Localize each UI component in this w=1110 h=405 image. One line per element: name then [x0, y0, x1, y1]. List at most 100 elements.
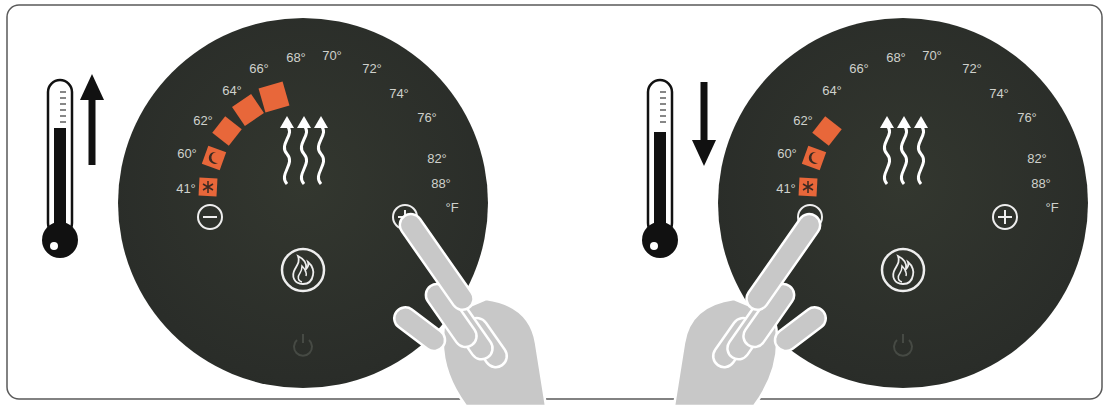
temperature-label: 82°	[427, 152, 447, 165]
frost-icon	[203, 181, 213, 193]
up-arrow-shaft	[89, 98, 96, 165]
temperature-label: 62°	[193, 114, 213, 127]
hand-index-finger	[396, 210, 478, 314]
heat-arrowhead	[297, 116, 311, 128]
heat-wave	[318, 126, 323, 184]
level-segment	[232, 94, 264, 126]
thermostat-dial: 41° 60° 62° 64° 66° 68° 70° 72° 74° 76° 82° 88° °F	[118, 18, 488, 388]
flame-icon	[898, 266, 906, 282]
level-segment	[199, 178, 218, 197]
minus-sign	[803, 216, 817, 218]
flame-icon	[298, 266, 306, 282]
temperature-label: °F	[445, 201, 458, 214]
level-segment	[259, 82, 290, 113]
hand-palm	[443, 299, 546, 405]
hand-thumb	[771, 303, 831, 355]
frost-icon	[803, 181, 813, 193]
hand-thumb	[390, 303, 450, 355]
frame-border	[7, 5, 1102, 399]
temperature-label: 60°	[777, 147, 797, 160]
plus-button	[393, 205, 417, 229]
temperature-label: 41°	[176, 182, 196, 195]
power-icon	[294, 334, 312, 356]
down-arrow-shaft	[701, 82, 708, 142]
thermometer-ticks	[60, 92, 66, 122]
temperature-label: 70°	[322, 49, 342, 62]
power-icon	[894, 334, 912, 356]
level-segment	[802, 146, 826, 170]
level-segment	[212, 116, 241, 145]
minus-sign	[203, 216, 217, 218]
heat-arrowhead	[280, 116, 294, 128]
temperature-label: 76°	[417, 111, 437, 124]
level-segment	[202, 146, 226, 170]
temperature-label: 72°	[962, 62, 982, 75]
minus-button	[798, 205, 822, 229]
temperature-label: 68°	[286, 51, 306, 64]
thermometer-tube	[648, 80, 672, 235]
temperature-label: 72°	[362, 62, 382, 75]
thermostat-dial: 41° 60° 62° 64° 66° 68° 70° 72° 74° 76° 82° 88° °F	[718, 18, 1088, 388]
temperature-label: 41°	[776, 182, 796, 195]
temperature-label: 68°	[886, 51, 906, 64]
hand-finger	[723, 298, 778, 364]
temperature-label: 74°	[989, 87, 1009, 100]
heat-arrowhead	[897, 116, 911, 128]
level-segment	[812, 116, 841, 145]
temperature-label: °F	[1045, 201, 1058, 214]
thermometer-bulb	[42, 222, 78, 258]
heat-arrowhead	[914, 116, 928, 128]
hand-finger	[442, 298, 497, 364]
bulb-highlight	[650, 242, 658, 250]
pointing-hand	[674, 210, 830, 405]
flame-icon	[893, 256, 913, 284]
thermometer-tube	[48, 80, 72, 235]
hand-palm	[674, 299, 777, 405]
temperature-label: 62°	[793, 114, 813, 127]
temperature-label: 76°	[1017, 111, 1037, 124]
temperature-label: 64°	[822, 84, 842, 97]
thermometer-bulb	[642, 222, 678, 258]
night-icon	[209, 152, 218, 164]
thermometer-mercury	[54, 128, 66, 233]
plus-sign	[398, 210, 412, 224]
temperature-label: 88°	[1031, 177, 1051, 190]
down-arrow-head	[692, 140, 716, 166]
hand-finger	[462, 314, 512, 372]
thermometer-ticks	[660, 92, 666, 122]
heat-arrowhead	[314, 116, 328, 128]
plus-button	[993, 205, 1017, 229]
pointing-hand	[390, 210, 546, 405]
bulb-highlight	[50, 242, 58, 250]
heat-wave	[918, 126, 923, 184]
hand-finger	[709, 314, 759, 372]
level-segment	[799, 178, 818, 197]
hand-index-finger	[742, 210, 824, 314]
heat-arrowhead	[880, 116, 894, 128]
plus-sign	[998, 210, 1012, 224]
flame-button	[282, 249, 324, 291]
flame-icon	[293, 256, 313, 284]
heat-wave	[901, 126, 906, 184]
up-arrow-head	[80, 74, 104, 100]
temperature-label: 64°	[222, 84, 242, 97]
temperature-label: 70°	[922, 49, 942, 62]
flame-button	[882, 249, 924, 291]
temperature-label: 82°	[1027, 152, 1047, 165]
temperature-label: 88°	[431, 177, 451, 190]
thermometer-mercury	[654, 132, 666, 233]
hand-finger	[739, 280, 798, 352]
temperature-label: 66°	[849, 62, 869, 75]
heat-wave	[284, 126, 289, 184]
heat-wave	[884, 126, 889, 184]
heat-wave	[301, 126, 306, 184]
temperature-label: 66°	[249, 62, 269, 75]
temperature-label: 60°	[177, 147, 197, 160]
hand-finger	[422, 280, 481, 352]
minus-button	[198, 205, 222, 229]
temperature-label: 74°	[389, 87, 409, 100]
